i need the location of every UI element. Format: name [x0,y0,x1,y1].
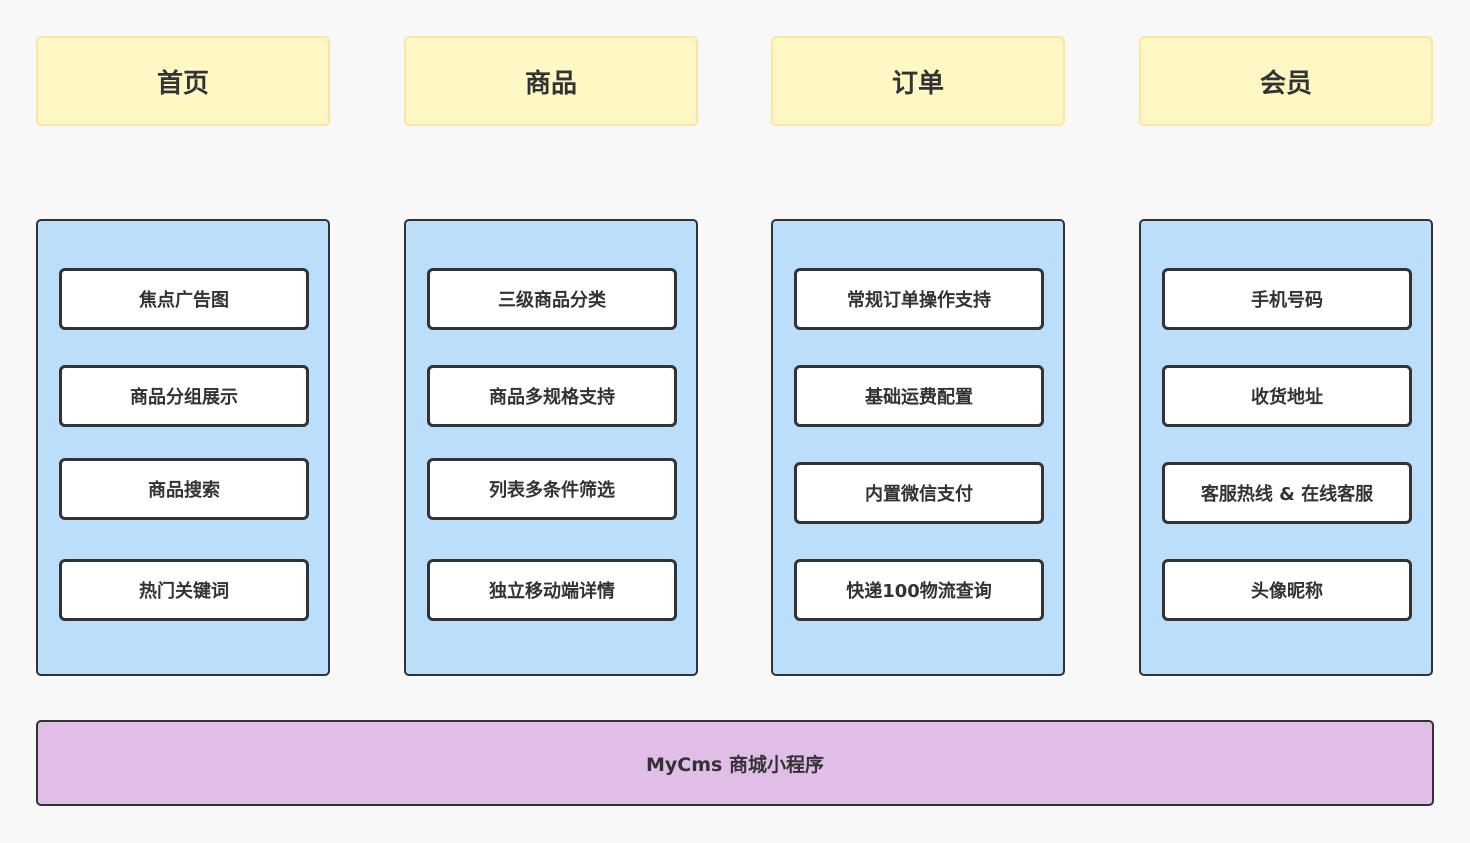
footer-app-banner: MyCms 商城小程序 [36,720,1434,806]
feature-goods-multi-spec: 商品多规格支持 [427,365,677,427]
feature-orders-wechat-pay: 内置微信支付 [794,462,1044,524]
feature-goods-category: 三级商品分类 [427,268,677,330]
header-members-label: 会员 [1259,68,1312,99]
feature-home-group-display: 商品分组展示 [59,365,309,427]
panel-members: 手机号码 收货地址 客服热线 & 在线客服 头像昵称 [1139,219,1433,676]
header-home: 首页 [36,36,330,126]
feature-home-search: 商品搜索 [59,458,309,520]
header-goods-label: 商品 [524,68,577,99]
footer-app-label: MyCms 商城小程序 [646,753,824,776]
feature-members-avatar: 头像昵称 [1162,559,1412,621]
feature-orders-express-tracking: 快递100物流查询 [794,559,1044,621]
feature-members-customer-service: 客服热线 & 在线客服 [1162,462,1412,524]
header-orders-label: 订单 [891,68,944,99]
header-members: 会员 [1139,36,1433,126]
feature-home-banner: 焦点广告图 [59,268,309,330]
feature-home-hot-keywords: 热门关键词 [59,559,309,621]
panel-home: 焦点广告图 商品分组展示 商品搜索 热门关键词 [36,219,330,676]
header-home-label: 首页 [156,68,209,99]
feature-goods-filter: 列表多条件筛选 [427,458,677,520]
header-goods: 商品 [404,36,698,126]
header-orders: 订单 [771,36,1065,126]
feature-goods-mobile-detail: 独立移动端详情 [427,559,677,621]
panel-goods: 三级商品分类 商品多规格支持 列表多条件筛选 独立移动端详情 [404,219,698,676]
feature-orders-operations: 常规订单操作支持 [794,268,1044,330]
feature-members-address: 收货地址 [1162,365,1412,427]
feature-members-phone: 手机号码 [1162,268,1412,330]
feature-orders-shipping-fee: 基础运费配置 [794,365,1044,427]
panel-orders: 常规订单操作支持 基础运费配置 内置微信支付 快递100物流查询 [771,219,1065,676]
